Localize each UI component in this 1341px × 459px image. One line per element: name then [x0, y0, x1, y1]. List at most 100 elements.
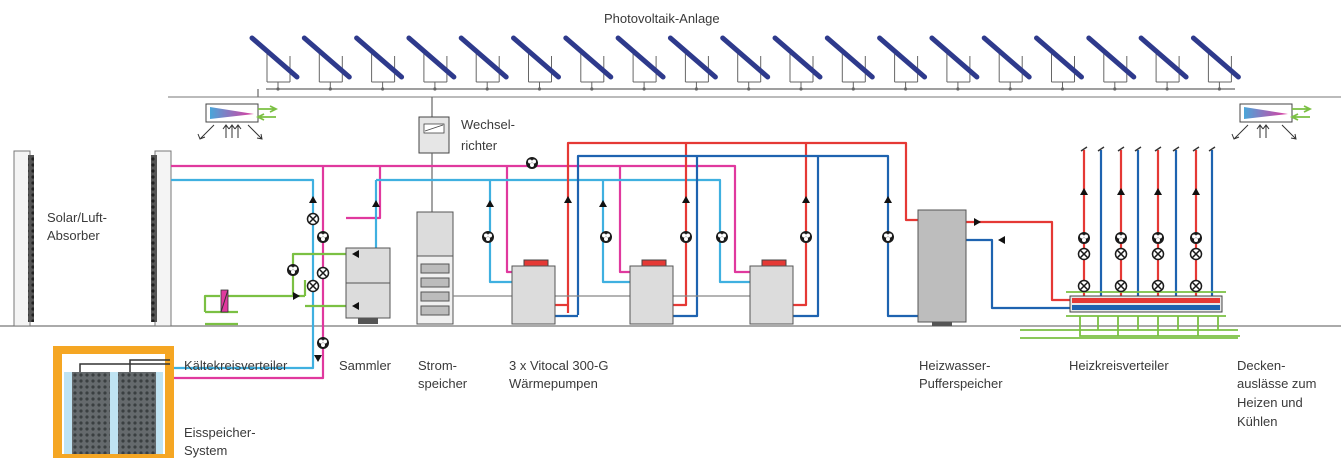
brine-pipe-branch-2 [505, 166, 515, 274]
label-heatpumps-line1: 3 x Vitocal 300-G [509, 358, 609, 373]
pump-icon [800, 231, 812, 243]
distributor-green-links [1020, 291, 1240, 339]
ceiling-unit-left [197, 103, 279, 140]
pump-icon [317, 337, 329, 349]
pump-icon [317, 231, 329, 243]
label-absorber-line1: Solar/Luft- [47, 210, 107, 225]
cool-pipe-branch-2 [488, 180, 515, 284]
label-battery-line1: Strom- [418, 358, 457, 373]
pv-panel [301, 35, 352, 91]
pump-icon [1190, 232, 1202, 244]
pv-panel [667, 35, 718, 91]
pv-panel [249, 35, 300, 91]
label-ceiling-line1: Decken- [1237, 358, 1286, 373]
pv-panel [1190, 35, 1241, 91]
pump-icon [716, 231, 728, 243]
label-heating-distributor: Heizkreisverteiler [1069, 358, 1169, 373]
label-battery-line2: speicher [418, 376, 468, 391]
pump-icon [680, 231, 692, 243]
pump-icon [882, 231, 894, 243]
brine-pipe-absorber-supply [170, 164, 335, 380]
heating-riser [1134, 146, 1142, 298]
label-ice-line1: Eisspeicher- [184, 425, 256, 440]
heat-pump-2 [629, 259, 674, 325]
return-pipe-branch-3 [792, 156, 820, 318]
pump-icon [287, 264, 299, 276]
valve-icon [1151, 279, 1165, 293]
return-pipe-branch-2 [672, 156, 699, 318]
valve-icon [1151, 247, 1165, 261]
pump-icon [526, 157, 538, 169]
pv-panel [772, 35, 823, 91]
valve-icon [1114, 279, 1128, 293]
ice-storage [53, 346, 174, 458]
pv-panel [1138, 35, 1189, 91]
label-absorber-line2: Absorber [47, 228, 100, 243]
hot-pipe-to-distributor [966, 220, 1220, 302]
pv-panel [877, 35, 928, 91]
pv-panel [929, 35, 980, 91]
valve-icon [1077, 247, 1091, 261]
pump-icon [600, 231, 612, 243]
label-ceiling-line3: Heizen und [1237, 395, 1303, 410]
heating-riser [1117, 146, 1125, 298]
hot-pipe-branch-2 [672, 143, 688, 307]
cool-pipe-main [376, 178, 752, 284]
heating-riser [1097, 146, 1105, 298]
label-buffer-line2: Pufferspeicher [919, 376, 1003, 391]
pv-panel [720, 35, 771, 91]
glycol-heat-exchanger [220, 289, 229, 313]
label-buffer-line1: Heizwasser- [919, 358, 991, 373]
heat-pump-1 [511, 259, 556, 325]
pv-panel [458, 35, 509, 91]
heating-riser [1154, 146, 1162, 298]
hot-pipe-branch-3 [792, 143, 808, 307]
pump-icon [482, 231, 494, 243]
heating-risers [1080, 146, 1216, 298]
heating-distributor [1069, 295, 1223, 313]
absorber-panel-left [13, 150, 34, 327]
pump-icon [1115, 232, 1127, 244]
heating-riser [1172, 146, 1180, 298]
ceiling-unit-right [1231, 103, 1313, 140]
inverter [418, 116, 450, 154]
pv-panel [563, 35, 614, 91]
heat-pump-3 [749, 259, 794, 325]
pv-panel [824, 35, 875, 91]
label-collector: Sammler [339, 358, 392, 373]
label-inverter-line1: Wechsel- [461, 117, 515, 132]
cool-pipe-branch-3 [601, 180, 632, 284]
pump-icon [1078, 232, 1090, 244]
battery-storage [416, 211, 454, 325]
pv-panel [981, 35, 1032, 91]
brine-pipe-branch-3 [618, 166, 632, 274]
pv-panel [406, 35, 457, 91]
flow-arrows [293, 196, 1005, 362]
valve-icon [1114, 247, 1128, 261]
valve-icon [306, 279, 320, 293]
pv-panel [1034, 35, 1084, 91]
valve-icon [306, 212, 320, 226]
heating-riser [1080, 146, 1088, 298]
collector-box [345, 247, 391, 324]
heating-riser [1208, 146, 1216, 298]
brine-pipe-main [335, 164, 752, 274]
label-heatpumps-line2: Wärmepumpen [509, 376, 598, 391]
pv-panel [511, 35, 561, 91]
return-pipe-main [576, 154, 918, 318]
label-pv-system: Photovoltaik-Anlage [604, 11, 720, 26]
cool-pipe-absorber-return [170, 178, 315, 370]
label-ceiling-line4: Kühlen [1237, 414, 1278, 429]
heating-riser [1192, 146, 1200, 298]
label-inverter-line2: richter [461, 138, 498, 153]
pv-array [249, 35, 1241, 97]
pump-icon [1152, 232, 1164, 244]
brine-pipe-branch-1 [346, 166, 382, 220]
pv-panel [1086, 35, 1137, 91]
valve-icon [316, 266, 330, 280]
valve-icon [1077, 279, 1091, 293]
pv-panel [354, 35, 405, 91]
label-ice-line2: System [184, 443, 228, 458]
valve-icon [1189, 279, 1203, 293]
